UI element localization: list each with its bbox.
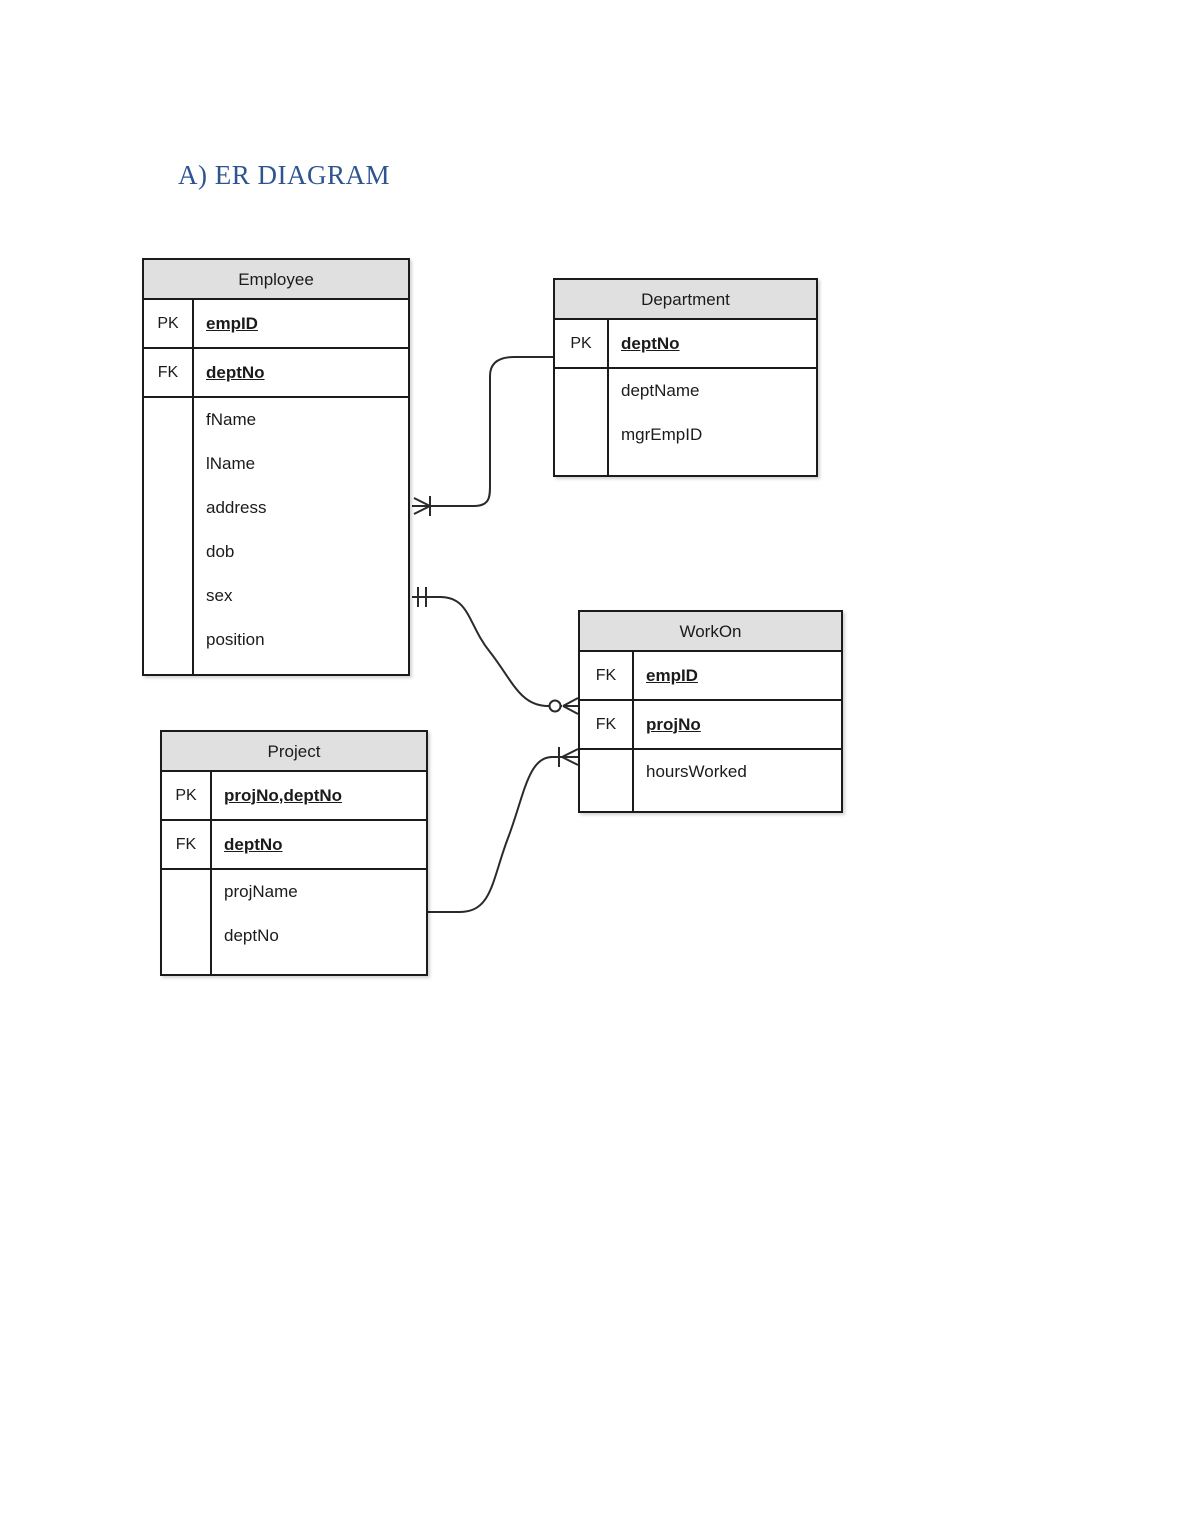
key-column-divider [210, 772, 212, 976]
attr-name-label: deptNo [621, 333, 680, 353]
attr-name-label: deptNo [224, 926, 279, 945]
relationship-employee-department [412, 356, 553, 516]
table-row[interactable]: FK empID [580, 652, 841, 701]
page-title: A) ER DIAGRAM [178, 160, 390, 190]
plain-attribute-group: fName lName address dob sex [144, 398, 408, 662]
key-column-divider [607, 320, 609, 477]
table-row[interactable]: sex [144, 574, 408, 618]
attr-name-label: projNo [646, 714, 701, 734]
attr-key-label: PK [157, 314, 179, 332]
table-row[interactable]: FK deptNo [144, 349, 408, 398]
relationship-employee-workon [412, 587, 579, 715]
table-row[interactable]: lName [144, 442, 408, 486]
table-row[interactable]: fName [144, 398, 408, 442]
attr-name-label: deptNo [224, 834, 283, 854]
attr-name-label: empID [646, 665, 698, 685]
table-row[interactable]: FK projNo [580, 701, 841, 750]
attr-key-label: FK [157, 363, 179, 381]
table-row[interactable]: PK empID [144, 300, 408, 349]
table-row[interactable]: address [144, 486, 408, 530]
table-row[interactable]: position [144, 618, 408, 662]
table-row[interactable]: FK deptNo [162, 821, 426, 870]
table-row[interactable]: hoursWorked [580, 750, 841, 794]
plain-attribute-group: projName deptNo [162, 870, 426, 958]
attr-name-label: fName [206, 410, 257, 429]
attr-key-label: PK [175, 786, 197, 804]
attr-key-label: PK [570, 334, 592, 352]
marker-zero-or-many [548, 697, 579, 715]
table-row[interactable]: deptName [555, 369, 816, 413]
plain-attribute-group: hoursWorked [580, 750, 841, 794]
marker-one-and-only-one [417, 587, 427, 607]
table-row[interactable]: deptNo [162, 914, 426, 958]
entity-employee-title: Employee [144, 260, 408, 300]
entity-project[interactable]: Project PK projNo,deptNo FK deptNo projN… [160, 730, 428, 976]
attr-key-label: FK [175, 835, 197, 853]
attr-name-label: projName [224, 882, 298, 901]
marker-one-or-many [413, 496, 431, 516]
entity-department-title: Department [555, 280, 816, 320]
attr-name-label: sex [206, 586, 233, 605]
key-column-divider [192, 300, 194, 676]
entity-employee[interactable]: Employee PK empID FK deptNo fName lName [142, 258, 410, 676]
table-row[interactable]: projName [162, 870, 426, 914]
attr-name-label: dob [206, 542, 235, 561]
entity-project-title: Project [162, 732, 426, 772]
attr-name-label: hoursWorked [646, 762, 747, 781]
attr-name-label: empID [206, 313, 258, 333]
attr-name-label: address [206, 498, 267, 517]
table-row[interactable]: mgrEmpID [555, 413, 816, 457]
attr-name-label: mgrEmpID [621, 425, 703, 444]
table-row[interactable]: PK deptNo [555, 320, 816, 369]
table-row[interactable]: PK projNo,deptNo [162, 772, 426, 821]
attr-name-label: projNo,deptNo [224, 785, 343, 805]
key-column-divider [632, 652, 634, 813]
entity-workon[interactable]: WorkOn FK empID FK projNo hoursWorked [578, 610, 843, 813]
attr-name-label: deptName [621, 381, 700, 400]
relationship-project-workon [428, 747, 579, 913]
attr-key-label: FK [595, 715, 617, 733]
plain-attribute-group: deptName mgrEmpID [555, 369, 816, 457]
attr-name-label: deptNo [206, 362, 265, 382]
attr-key-label: FK [595, 666, 617, 684]
entity-workon-title: WorkOn [580, 612, 841, 652]
attr-name-label: lName [206, 454, 256, 473]
marker-one-or-many [558, 747, 579, 767]
attr-name-label: position [206, 630, 265, 649]
table-row[interactable]: dob [144, 530, 408, 574]
entity-department[interactable]: Department PK deptNo deptName mgrEmpID [553, 278, 818, 477]
